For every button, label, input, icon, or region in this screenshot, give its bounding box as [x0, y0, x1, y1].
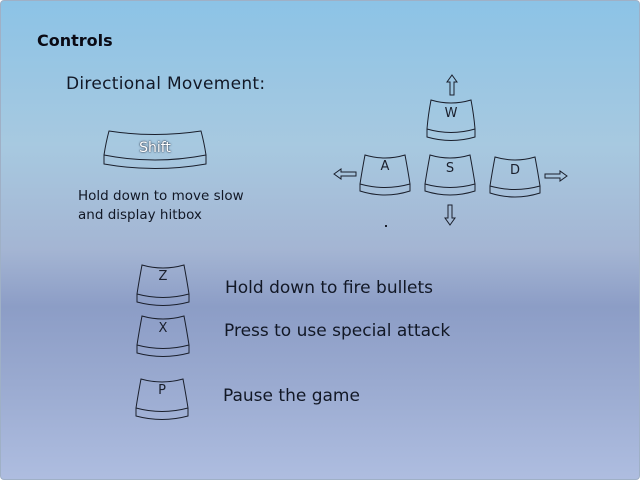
s-key: S: [424, 153, 476, 199]
d-key: D: [489, 155, 541, 201]
x-key-label: X: [158, 321, 168, 336]
fire-bullets-description: Hold down to fire bullets: [225, 278, 434, 298]
shift-key-label: Shift: [139, 140, 171, 156]
p-key-label: P: [158, 383, 166, 398]
up-arrow-icon: [445, 74, 459, 100]
left-arrow-icon: [333, 166, 357, 185]
p-key: P: [135, 377, 189, 423]
a-key: A: [359, 153, 411, 199]
x-key: X: [136, 314, 190, 360]
s-key-label: S: [445, 161, 455, 176]
z-key-label: Z: [158, 269, 168, 284]
pause-description: Pause the game: [223, 386, 360, 406]
shift-key: Shift: [103, 129, 207, 175]
shift-description: Hold down to move slow and display hitbo…: [78, 188, 244, 223]
d-key-label: D: [509, 163, 520, 178]
page-title: Controls: [37, 31, 113, 50]
directional-movement-label: Directional Movement:: [66, 74, 266, 94]
stray-dot: [385, 225, 387, 227]
w-key-label: W: [444, 106, 458, 121]
down-arrow-icon: [443, 204, 457, 230]
z-key: Z: [136, 263, 190, 309]
special-attack-description: Press to use special attack: [224, 321, 451, 341]
w-key: W: [426, 98, 476, 144]
a-key-label: A: [380, 159, 390, 174]
right-arrow-icon: [544, 168, 568, 187]
